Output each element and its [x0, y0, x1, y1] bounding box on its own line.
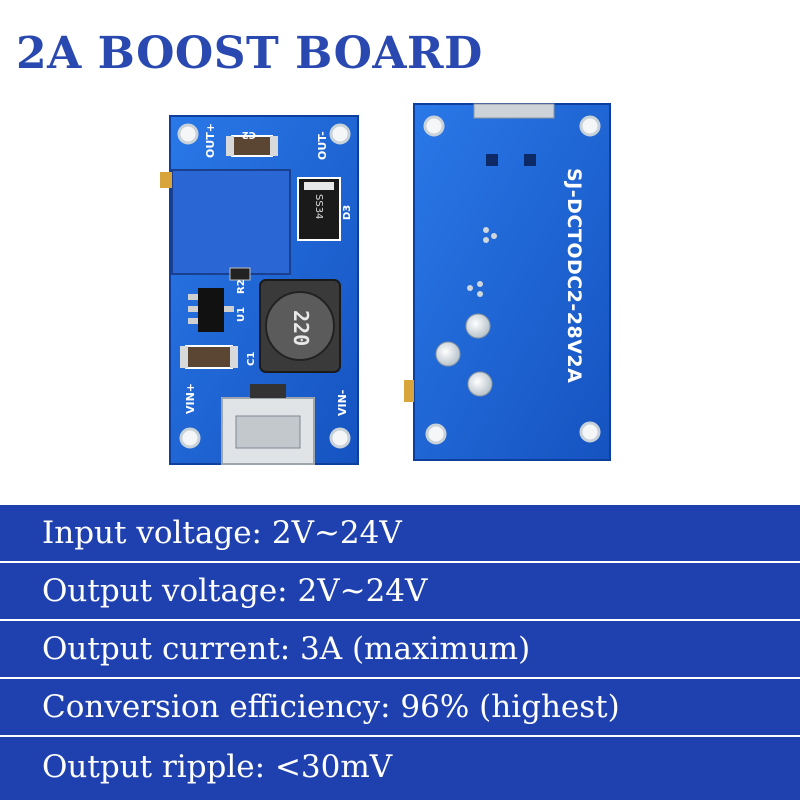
spec-output-voltage: Output voltage: 2V~24V [0, 563, 800, 621]
label-vin-plus: VIN+ [184, 383, 197, 414]
label-inductor: 220 [289, 310, 313, 346]
label-out-plus: OUT+ [204, 123, 217, 158]
spec-input-voltage: Input voltage: 2V~24V [0, 505, 800, 563]
label-diode: SS34 [313, 194, 324, 219]
label-out-minus: OUT- [316, 131, 329, 160]
label-r2: R2 [236, 279, 247, 294]
product-photo: OUT+ OUT- C2 D3 SS34 R2 U1 C1 220 VIN+ V… [160, 103, 611, 465]
spec-conversion-efficiency: Conversion efficiency: 96% (highest) [0, 679, 800, 737]
label-u1: U1 [236, 307, 247, 322]
spec-output-ripple: Output ripple: <30mV [42, 749, 393, 785]
label-d3: D3 [342, 205, 353, 220]
label-c1: C1 [246, 352, 257, 366]
back-board-label: SJ-DCTODC2-28V2A [563, 168, 585, 383]
page-title: 2A BOOST BOARD [16, 28, 483, 79]
spec-list: Input voltage: 2V~24V Output voltage: 2V… [0, 505, 800, 800]
spec-output-current: Output current: 3A (maximum) [0, 621, 800, 679]
label-c2: C2 [242, 129, 256, 140]
front-board [160, 115, 359, 465]
back-board [404, 103, 611, 461]
label-vin-minus: VIN- [336, 390, 349, 416]
